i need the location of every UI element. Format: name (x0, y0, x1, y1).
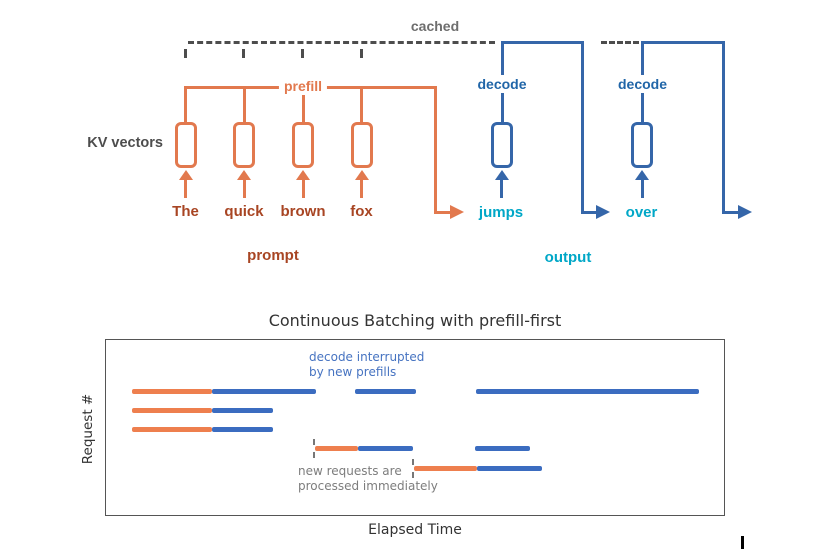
bar-prefill (132, 388, 213, 394)
cached-dashed-line (188, 41, 495, 44)
blue-arrowhead-icon (738, 205, 752, 219)
prompt-token: quick (224, 203, 264, 220)
decode1-out-line (580, 210, 598, 214)
prefill-to-jumps-line (434, 85, 437, 214)
y-axis-label: Request # (80, 393, 96, 465)
bar-decode (477, 465, 543, 471)
output-label: output (544, 249, 592, 266)
cache-tick (360, 49, 363, 58)
kv-box (174, 122, 197, 168)
cached-label: cached (410, 18, 460, 34)
prompt-token: The (172, 203, 199, 220)
bar-decode (475, 445, 530, 451)
prefill-drop-4 (360, 87, 363, 122)
prompt-token: fox (350, 203, 373, 220)
prefill-drop-2 (242, 87, 246, 122)
cache-tick (301, 49, 304, 58)
prefill-drop-3 (301, 95, 305, 122)
prompt-token: brown (280, 203, 326, 220)
decode2-down-line (722, 40, 725, 214)
arrival-marker (412, 459, 415, 478)
up-arrow-icon (354, 170, 369, 198)
up-arrow-icon (178, 170, 193, 198)
bar-prefill (315, 445, 358, 451)
prefill-to-jumps-line (434, 210, 451, 214)
decode2-out-line (722, 210, 739, 214)
text-caret (741, 536, 744, 549)
kv-box-decode (490, 122, 513, 168)
up-arrow-icon (237, 170, 251, 198)
chart-title: Continuous Batching with prefill-first (268, 311, 562, 330)
prefill-drop-1 (184, 87, 187, 122)
decode1-top-line (500, 40, 584, 44)
up-arrow-icon (635, 170, 649, 198)
cache-tick (242, 49, 245, 58)
bar-prefill (132, 426, 213, 432)
kv-box (350, 122, 373, 168)
kv-box-decode (631, 122, 653, 168)
blue-arrowhead-icon (596, 205, 610, 219)
decode-label: decode (474, 75, 530, 93)
arrival-marker (312, 439, 315, 458)
bar-decode (475, 388, 699, 394)
output-token: over (625, 204, 658, 221)
up-arrow-icon (494, 170, 509, 198)
bar-decode (212, 426, 273, 432)
decode1-down-line (580, 40, 584, 214)
kv-box (233, 122, 255, 168)
bar-decode (212, 388, 316, 394)
bar-decode (212, 407, 273, 413)
bar-prefill (413, 465, 477, 471)
bar-prefill (132, 407, 213, 413)
bar-decode (357, 445, 414, 451)
output-token: jumps (478, 204, 524, 221)
kv-vectors-label: KV vectors (87, 135, 163, 151)
cache-tick (184, 49, 187, 58)
prefill-label: prefill (278, 78, 328, 94)
x-axis-label: Elapsed Time (368, 522, 462, 538)
kv-box (292, 122, 314, 168)
prompt-label: prompt (247, 247, 299, 264)
decode2-top-line (641, 40, 725, 44)
decode-label: decode (614, 75, 671, 93)
up-arrow-icon (296, 170, 310, 198)
cached-dashed-line-2 (601, 41, 639, 44)
bar-decode (354, 388, 417, 394)
orange-arrowhead-icon (450, 205, 464, 219)
